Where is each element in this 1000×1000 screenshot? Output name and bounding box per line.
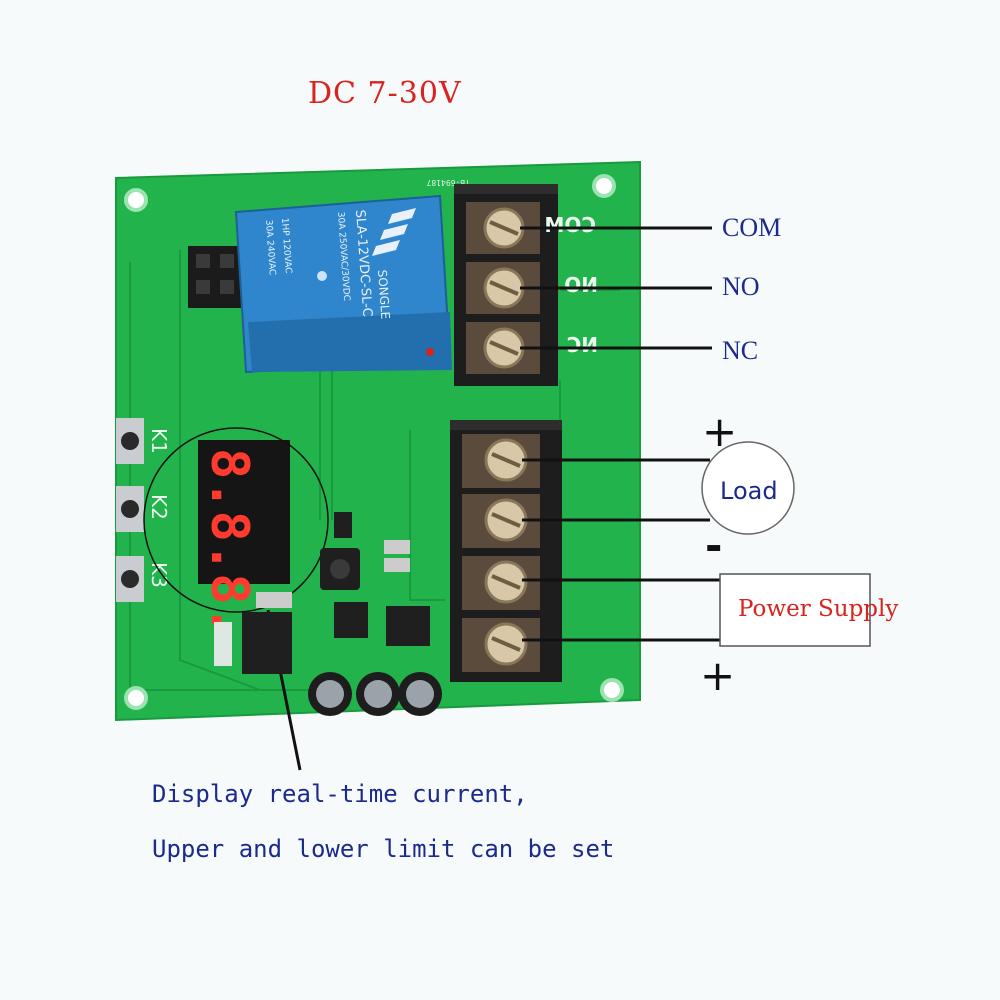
load-circle bbox=[701, 441, 795, 535]
power-supply-plus: + bbox=[700, 651, 735, 700]
power-supply-label: Power Supply bbox=[738, 596, 899, 622]
caption-line-1: Display real-time current, bbox=[152, 780, 528, 808]
relay-brand: SONGLE bbox=[375, 269, 392, 319]
relay-wires bbox=[520, 226, 712, 350]
button-label-k3: K3 bbox=[147, 562, 171, 588]
relay-model: SLA-12VDC-SL-C bbox=[352, 209, 374, 317]
mounting-holes bbox=[124, 174, 624, 710]
seven-segment-display: 8.8.8. bbox=[198, 440, 290, 636]
button-label-k2: K2 bbox=[147, 494, 171, 520]
silkscreen-nc: NC bbox=[567, 333, 598, 357]
display-highlight-ring bbox=[143, 427, 329, 613]
load-minus: - bbox=[705, 521, 722, 570]
terminal-label-no: NO bbox=[722, 272, 760, 301]
relay-rating-2: 1HP 120VAC bbox=[279, 218, 293, 274]
silkscreen-code: TB-694187 bbox=[426, 178, 470, 187]
load-plus: + bbox=[702, 407, 737, 456]
relay-rating-3: 30A 240VAC bbox=[263, 220, 277, 276]
power-terminal-block bbox=[450, 420, 562, 682]
smd-components bbox=[214, 512, 430, 674]
header-connector bbox=[188, 246, 242, 308]
power-supply-box bbox=[719, 573, 871, 647]
silkscreen-no: NO bbox=[564, 273, 598, 297]
voltage-title: DC 7-30V bbox=[308, 76, 462, 111]
songle-logo bbox=[372, 208, 416, 256]
silkscreen-com: COM bbox=[544, 213, 596, 237]
push-buttons bbox=[116, 418, 144, 602]
power-supply-wiring bbox=[522, 573, 871, 647]
load-wiring bbox=[522, 441, 795, 535]
load-label: Load bbox=[720, 477, 778, 505]
caption-line-2: Upper and lower limit can be set bbox=[152, 835, 615, 863]
terminal-label-nc: NC bbox=[722, 336, 759, 365]
terminal-label-com: COM bbox=[722, 213, 782, 242]
relay: SLA-12VDC-SL-C 30A 250VAC/30VDC 1HP 120V… bbox=[234, 194, 452, 374]
capacitors bbox=[308, 672, 442, 716]
relay-terminal-block bbox=[454, 184, 558, 386]
button-label-k1: K1 bbox=[147, 428, 171, 454]
display-digits: 8.8.8. bbox=[199, 448, 259, 636]
